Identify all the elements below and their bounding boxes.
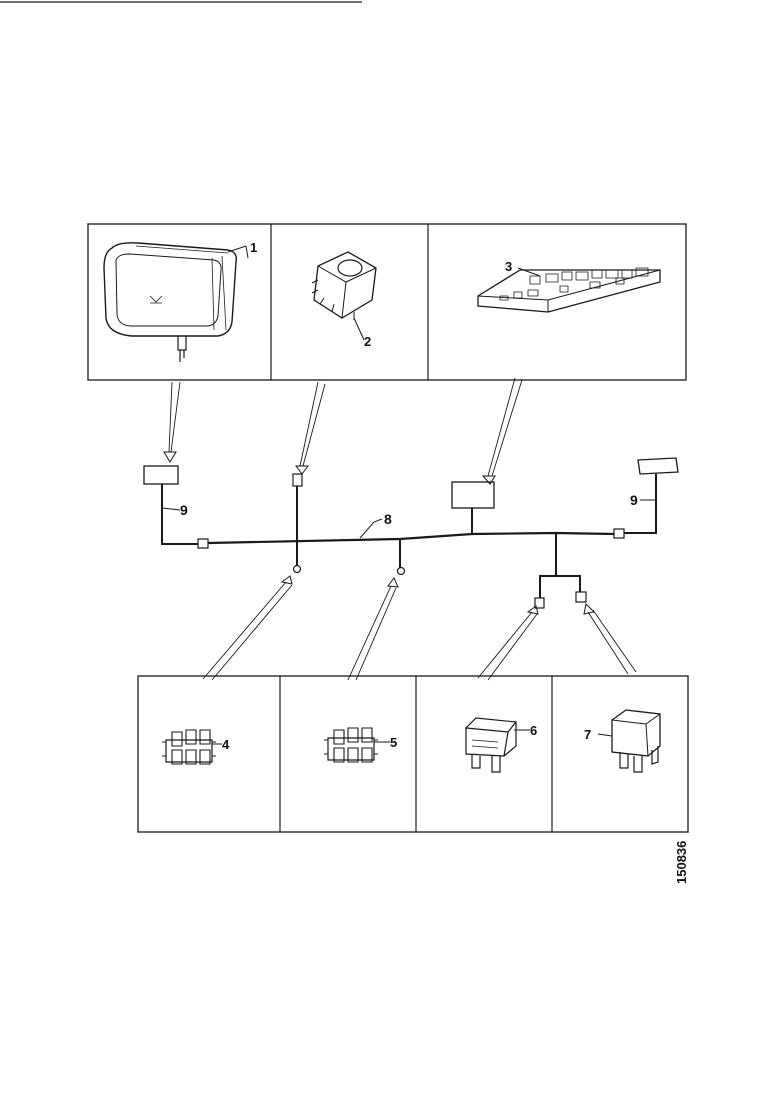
relay-illustration — [597, 709, 661, 773]
callout-1: 1 — [250, 240, 257, 255]
top-leaders — [163, 377, 523, 485]
connector-4-illustration — [162, 729, 222, 765]
callout-4: 4 — [222, 737, 230, 752]
headlight-illustration — [103, 242, 249, 362]
rocker-switch-illustration — [311, 251, 377, 341]
callout-8: 8 — [384, 511, 392, 527]
connector-5-illustration — [324, 727, 390, 763]
plug-panel — [451, 481, 495, 509]
fuse-illustration — [464, 717, 530, 773]
callout-2: 2 — [364, 334, 371, 349]
top-parts-panel — [87, 223, 687, 381]
wiring-harness — [143, 457, 679, 609]
bottom-parts-panel — [137, 675, 689, 833]
bottom-leaders — [202, 575, 637, 681]
plug-right — [637, 457, 679, 475]
callout-3: 3 — [505, 259, 512, 274]
control-panel-illustration — [477, 267, 661, 313]
plug-headlight — [143, 465, 179, 485]
callout-6: 6 — [530, 723, 537, 738]
callout-5: 5 — [390, 735, 397, 750]
callout-9-right: 9 — [630, 492, 638, 508]
callout-7: 7 — [584, 727, 591, 742]
drawing-number: 150836 — [674, 841, 689, 884]
callout-9-left: 9 — [180, 502, 188, 518]
